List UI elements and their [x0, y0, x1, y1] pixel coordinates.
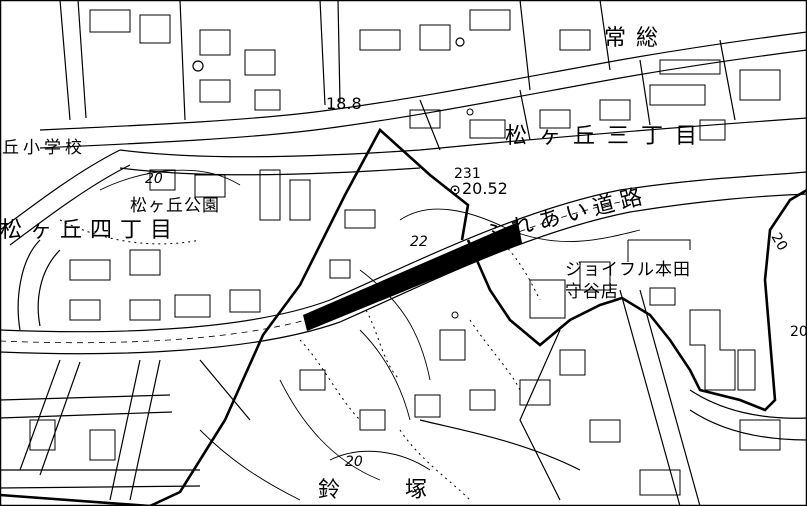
tsuka-label: 塚 [405, 478, 442, 503]
school-label: 丘小学校 [2, 138, 86, 158]
highlighted-road-segment [303, 222, 522, 331]
store-name-label: ジョイフル本田 [565, 260, 691, 280]
store-branch-label: 守谷店 [565, 282, 619, 302]
elevation-20-52: 20.52 [462, 179, 508, 198]
park-label: 松ヶ丘公園 [130, 196, 220, 216]
contour-label-22: 22 [410, 234, 428, 250]
joso-label: 常総 [604, 26, 669, 51]
benchmark-number: 231 [454, 166, 481, 182]
contour-label-20c: 20 [345, 454, 363, 470]
district-4-label: 松ヶ丘四丁目 [0, 218, 181, 243]
district-3-label: 松ヶ丘三丁目 [505, 124, 710, 149]
contour-label-20d: 20 [790, 324, 807, 340]
contour-label-20a: 20 [145, 171, 163, 187]
suzuka-label: 鈴 [318, 478, 355, 503]
elevation-18-8: 18.8 [326, 94, 362, 113]
